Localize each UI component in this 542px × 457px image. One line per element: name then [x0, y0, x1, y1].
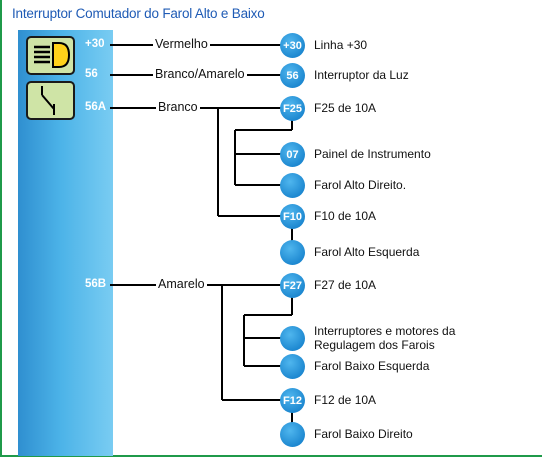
- node-56: 56: [280, 63, 305, 88]
- node-f25: F25: [280, 96, 305, 121]
- pin-56b: 56B: [85, 278, 107, 290]
- node-label-f27: F27 de 10A: [314, 278, 377, 292]
- node-label-regulagem-line1: Interruptores e motores da: [314, 324, 456, 338]
- node-farol-baixo-direito: [280, 422, 305, 447]
- node-farol-alto-esquerda: [280, 240, 305, 265]
- node-f27: F27: [280, 273, 305, 298]
- node-f12: F12: [280, 388, 305, 413]
- high-beam-icon: [26, 36, 75, 75]
- node-regulagem: [280, 326, 305, 351]
- switch-icon: [26, 81, 75, 120]
- wire-label-branco: Branco: [156, 100, 200, 114]
- node-label-f12: F12 de 10A: [314, 393, 377, 407]
- wire-label-amarelo: Amarelo: [156, 277, 207, 291]
- diagram-title: Interruptor Comutador do Farol Alto e Ba…: [12, 6, 265, 21]
- wire-label-branco-amarelo: Branco/Amarelo: [153, 67, 247, 81]
- node-label-painel: Painel de Instrumento: [314, 147, 431, 161]
- node-07: 07: [280, 142, 305, 167]
- node-label-regulagem-line2: Regulagem dos Farois: [314, 338, 435, 352]
- node-label-farol-alto-direito: Farol Alto Direito.: [314, 178, 407, 192]
- node-label-farol-baixo-direito: Farol Baixo Direito: [314, 427, 413, 441]
- node-label-interruptor-luz: Interruptor da Luz: [314, 68, 409, 82]
- node-label-f10: F10 de 10A: [314, 209, 377, 223]
- node-label-farol-alto-esquerda: Farol Alto Esquerda: [314, 245, 420, 259]
- node-label-f25: F25 de 10A: [314, 101, 377, 115]
- node-f10: F10: [280, 204, 305, 229]
- pin-56a: 56A: [85, 101, 107, 113]
- node-plus30: +30: [280, 33, 305, 58]
- pin-56: 56: [85, 68, 98, 80]
- node-farol-baixo-esquerda: [280, 354, 305, 379]
- node-farol-alto-direito: [280, 173, 305, 198]
- wire-label-vermelho: Vermelho: [153, 37, 210, 51]
- node-label-farol-baixo-esquerda: Farol Baixo Esquerda: [314, 359, 430, 373]
- pin-plus30: +30: [85, 38, 105, 50]
- node-label-linha30: Linha +30: [314, 38, 368, 52]
